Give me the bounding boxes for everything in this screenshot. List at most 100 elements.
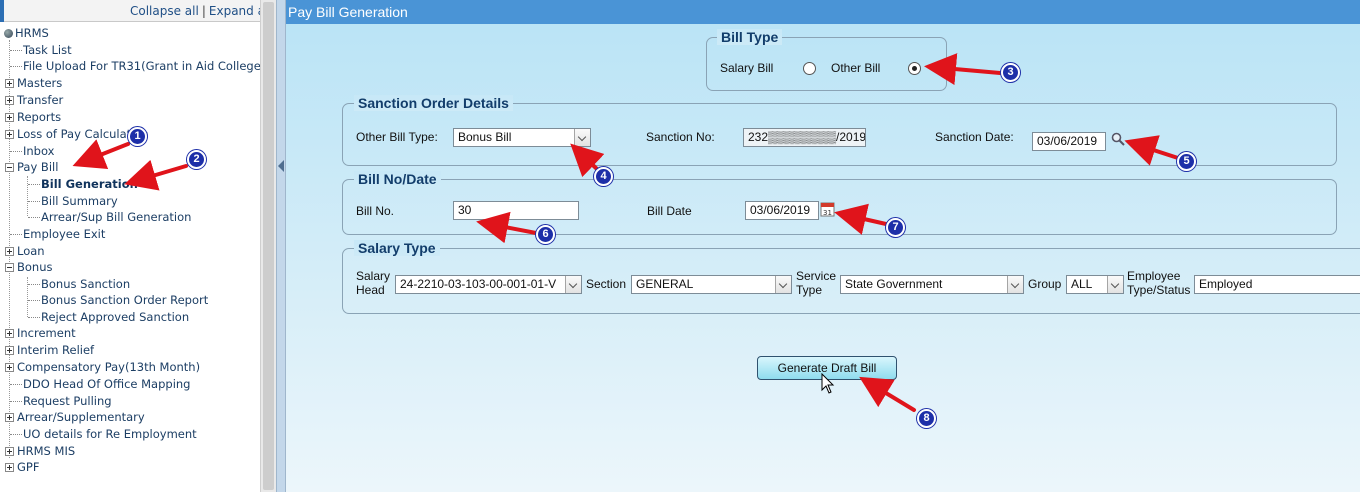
tree-item-bonus-sanction-report[interactable]: Bonus Sanction Order Report [28, 292, 208, 308]
page-title: Pay Bill Generation [286, 0, 1360, 24]
expand-icon[interactable] [5, 247, 14, 256]
tree-item-label: Reject Approved Sanction [41, 310, 190, 324]
service-type-label-line1: Service [796, 269, 837, 283]
tree-item-loss-of-pay[interactable]: Loss of Pay Calculation [5, 126, 149, 142]
section-value: GENERAL [636, 277, 694, 291]
generate-draft-bill-button[interactable]: Generate Draft Bill [757, 356, 897, 380]
other-bill-type-select[interactable]: Bonus Bill [453, 128, 591, 147]
tree-item-masters[interactable]: Masters [5, 75, 62, 91]
service-type-select[interactable]: State Government [840, 275, 1024, 294]
section-label: Section [586, 277, 627, 291]
tree-item-request-pulling[interactable]: Request Pulling [10, 393, 112, 409]
main-content: Pay Bill Generation Bill Type Salary Bil… [286, 0, 1360, 492]
tree-item-hrms-mis[interactable]: HRMS MIS [5, 443, 75, 459]
tree-item-bonus[interactable]: Bonus [5, 259, 53, 275]
expand-icon[interactable] [5, 413, 14, 422]
panel-collapse-handle[interactable] [276, 0, 286, 492]
tree-body: HRMS Task List File Upload For TR31(Gran… [0, 24, 260, 492]
tree-item-compensatory-pay[interactable]: Compensatory Pay(13th Month) [5, 359, 200, 375]
globe-icon [4, 29, 13, 38]
tree-item-task-list[interactable]: Task List [10, 42, 72, 58]
expand-icon[interactable] [5, 329, 14, 338]
tree-item-bill-generation[interactable]: Bill Generation [28, 176, 138, 192]
tree-item-arrear-supplementary[interactable]: Arrear/Supplementary [5, 409, 145, 425]
tree-item-reports[interactable]: Reports [5, 109, 61, 125]
tree-guide-line [27, 277, 28, 317]
salary-head-select[interactable]: 24-2210-03-103-00-001-01-V [395, 275, 582, 294]
chevron-down-icon[interactable] [775, 276, 791, 293]
chevron-down-icon[interactable] [1007, 276, 1023, 293]
tree-scrollbar[interactable] [260, 0, 276, 492]
tree-item-pay-bill[interactable]: Pay Bill [5, 159, 58, 175]
bill-type-group: Bill Type Salary Bill Other Bill [706, 29, 947, 91]
expand-icon[interactable] [5, 447, 14, 456]
expand-icon[interactable] [5, 79, 14, 88]
employee-status-label-line2: Type/Status [1127, 283, 1191, 297]
bill-no-field[interactable]: 30 [453, 201, 579, 220]
tree-item-interim-relief[interactable]: Interim Relief [5, 342, 94, 358]
salary-bill-radio[interactable] [803, 62, 816, 75]
other-bill-type-label: Other Bill Type: [356, 130, 438, 144]
collapse-all-link[interactable]: Collapse all [130, 4, 199, 18]
bill-no-date-legend: Bill No/Date [354, 171, 441, 187]
expand-icon[interactable] [5, 346, 14, 355]
collapse-icon[interactable] [5, 163, 14, 172]
expand-icon[interactable] [5, 463, 14, 472]
tree-toolbar: Collapse all|Expand a [0, 0, 265, 22]
expand-icon[interactable] [5, 363, 14, 372]
sanction-no-field[interactable]: 232▒▒▒▒▒▒▒▒/2019 [743, 128, 866, 147]
employee-status-select[interactable]: Employed [1194, 275, 1360, 294]
navigation-tree-panel: Collapse all|Expand a HRMS Task List Fil… [0, 0, 276, 492]
tree-item-inbox[interactable]: Inbox [10, 143, 54, 159]
tree-item-bonus-sanction[interactable]: Bonus Sanction [28, 276, 130, 292]
chevron-down-icon[interactable] [574, 129, 590, 146]
search-icon[interactable] [1110, 131, 1126, 147]
tree-item-loan[interactable]: Loan [5, 243, 45, 259]
bill-type-legend: Bill Type [717, 29, 783, 45]
sanction-date-field[interactable]: 03/06/2019 [1032, 132, 1106, 151]
tree-item-transfer[interactable]: Transfer [5, 92, 63, 108]
tree-item-label: Increment [17, 326, 76, 340]
tree-item-increment[interactable]: Increment [5, 325, 76, 341]
tree-item-uo-details[interactable]: UO details for Re Employment [10, 426, 197, 442]
tree-item-label: Compensatory Pay(13th Month) [17, 360, 201, 374]
tree-item-label: Bonus Sanction [41, 277, 131, 291]
tree-item-label: Interim Relief [17, 343, 95, 357]
collapse-left-icon[interactable] [278, 160, 284, 172]
other-bill-radio[interactable] [908, 62, 921, 75]
salary-head-value: 24-2210-03-103-00-001-01-V [400, 277, 557, 291]
collapse-icon[interactable] [5, 263, 14, 272]
expand-all-link[interactable]: Expand a [208, 4, 265, 18]
expand-icon[interactable] [5, 96, 14, 105]
calendar-icon[interactable]: 31 [820, 201, 835, 217]
bill-date-label: Bill Date [647, 204, 692, 218]
tree-item-label: GPF [17, 460, 40, 474]
chevron-down-icon[interactable] [1107, 276, 1123, 293]
bill-date-field[interactable]: 03/06/2019 [745, 201, 819, 220]
tree-item-label: Reports [17, 110, 62, 124]
tree-item-label: Loan [17, 244, 45, 258]
bill-no-date-group: Bill No/Date Bill No. 30 Bill Date 03/06… [342, 171, 1337, 235]
salary-type-legend: Salary Type [354, 240, 440, 256]
tree-item-bill-summary[interactable]: Bill Summary [28, 193, 118, 209]
group-select[interactable]: ALL [1066, 275, 1124, 294]
tree-item-label: DDO Head Of Office Mapping [23, 377, 191, 391]
tree-item-arrear-sup-bill[interactable]: Arrear/Sup Bill Generation [28, 209, 191, 225]
other-bill-type-value: Bonus Bill [458, 130, 512, 144]
tree-root[interactable]: HRMS [4, 25, 49, 41]
chevron-down-icon[interactable] [565, 276, 581, 293]
tree-item-gpf[interactable]: GPF [5, 459, 39, 475]
tree-item-employee-exit[interactable]: Employee Exit [10, 226, 105, 242]
expand-icon[interactable] [5, 113, 14, 122]
salary-head-label-line1: Salary [356, 269, 391, 283]
expand-icon[interactable] [5, 130, 14, 139]
tree-item-file-upload[interactable]: File Upload For TR31(Grant in Aid Colleg… [10, 58, 260, 74]
tree-item-label: Arrear/Sup Bill Generation [41, 210, 192, 224]
tree-item-label: Masters [17, 76, 63, 90]
tree-item-label: Bill Summary [41, 194, 118, 208]
tree-scrollbar-thumb[interactable] [263, 2, 274, 490]
tree-item-reject-approved[interactable]: Reject Approved Sanction [28, 309, 189, 325]
tree-item-ddo-head[interactable]: DDO Head Of Office Mapping [10, 376, 190, 392]
employee-status-label-line1: Employee [1127, 269, 1181, 283]
section-select[interactable]: GENERAL [631, 275, 792, 294]
